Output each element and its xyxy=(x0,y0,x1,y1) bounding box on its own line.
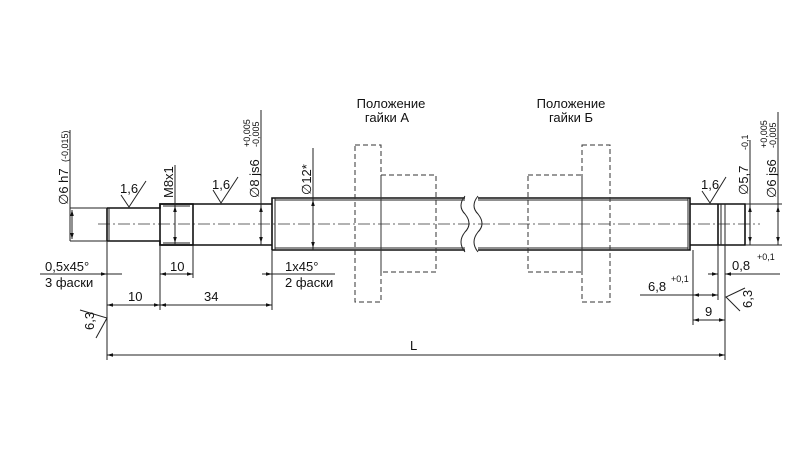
dimension-text: 1,6 xyxy=(120,181,138,196)
nut-b-label-1: Положение xyxy=(537,96,606,111)
roughness-symbol: 1,6 xyxy=(212,176,239,204)
dimension-text: 6,3 xyxy=(82,312,97,330)
dimension-text: 0,8 xyxy=(732,258,750,273)
dimension-text: L xyxy=(410,338,417,353)
roughness-symbol: 6,3 xyxy=(79,309,108,339)
nut-a-label-2: гайки А xyxy=(365,110,410,125)
shaft-outline xyxy=(106,195,746,253)
roughness-symbol: 1,6 xyxy=(120,180,147,208)
chamfer-left: 0,5x45° 3 фаски xyxy=(40,241,122,360)
dim-34: 34 xyxy=(160,289,272,307)
roughness-symbol: 1,6 xyxy=(701,176,727,204)
roughness-symbol: 6,3 xyxy=(725,287,755,312)
dim-68: 6,8 +0,1 xyxy=(640,245,719,300)
dimension-text: M8x1 xyxy=(161,166,176,198)
dim-d6js6: ∅6 js6 +0,005 -0,005 xyxy=(745,112,782,246)
dimension-text: 3 фаски xyxy=(45,275,93,290)
dimension-text: -0,005 xyxy=(768,122,778,148)
dimension-text: +0,005 xyxy=(242,119,252,147)
dimension-text: -0,1 xyxy=(740,134,750,150)
dimension-text: 34 xyxy=(204,289,218,304)
dimension-text: +0,1 xyxy=(757,252,775,262)
dim-thread-length: 10 xyxy=(159,245,194,310)
dim-L: L xyxy=(107,338,725,357)
dimension-text: 9 xyxy=(705,304,712,319)
nut-b-position xyxy=(527,144,611,303)
dim-d57: ∅5,7 -0,1 xyxy=(736,134,760,246)
dimension-text: ∅5,7 xyxy=(736,166,751,195)
dimension-text: +0,1 xyxy=(671,274,689,284)
dimension-text: 6,8 xyxy=(648,279,666,294)
nut-a-position xyxy=(354,144,437,303)
dimension-text: ∅6 js6 xyxy=(764,159,779,198)
dimension-text: 2 фаски xyxy=(285,275,333,290)
dim-9: 9 xyxy=(692,250,725,325)
chamfer-mid: 1x45° 2 фаски xyxy=(262,250,335,310)
dimension-text: ∅12* xyxy=(299,164,314,195)
dimension-text: 10 xyxy=(128,289,142,304)
dim-d8js6: ∅8 js6 +0,005 -0,005 xyxy=(242,110,263,245)
dimension-text: +0,005 xyxy=(759,120,769,148)
dimension-text: (-0,015) xyxy=(60,130,70,162)
dimension-text: 1,6 xyxy=(701,177,719,192)
dimension-text: 6,3 xyxy=(740,290,755,308)
dim-08: 0,8 +0,1 xyxy=(708,245,780,360)
dim-m8: M8x1 xyxy=(161,165,177,245)
nut-b-label-2: гайки Б xyxy=(549,110,593,125)
dimension-text: 1,6 xyxy=(212,177,230,192)
dimension-text: 10 xyxy=(170,259,184,274)
dimension-text: ∅6 h7 xyxy=(56,168,71,205)
dim-10: 10 xyxy=(107,289,160,307)
dimension-text: -0,005 xyxy=(251,121,261,147)
dim-d12: ∅12* xyxy=(299,148,315,250)
dim-d6h7: ∅6 h7 (-0,015) xyxy=(56,130,107,242)
dimension-text: ∅8 js6 xyxy=(247,159,262,198)
dimension-text: 1x45° xyxy=(285,259,318,274)
nut-a-label-1: Положение xyxy=(357,96,426,111)
dimension-text: 0,5x45° xyxy=(45,259,89,274)
